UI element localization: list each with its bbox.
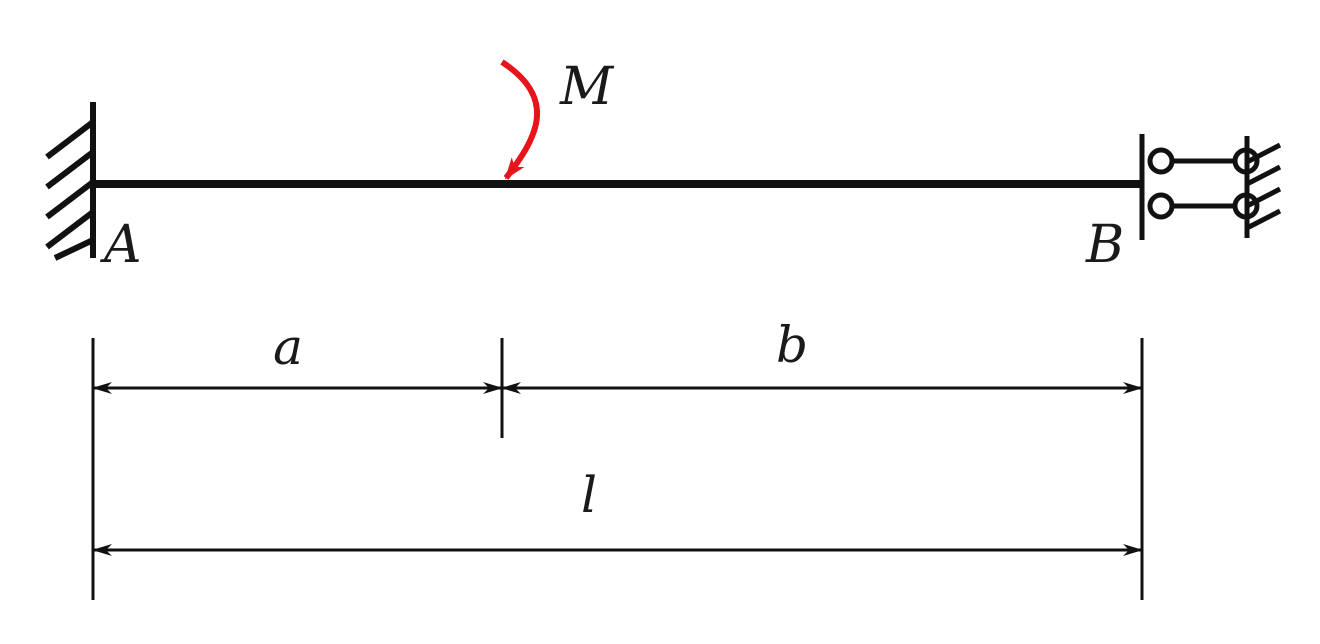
dimension-extension-lines <box>91 338 1144 600</box>
support-hatching <box>1245 142 1282 231</box>
roller-left-top <box>1147 147 1175 175</box>
roller-left-bottom <box>1147 192 1175 220</box>
point-b-label: B <box>1085 215 1124 275</box>
moment-label: M <box>559 57 615 117</box>
fixed-support-a <box>45 102 96 261</box>
moment-arrow <box>500 59 541 180</box>
point-a-label: A <box>100 215 142 275</box>
sliding-support-b <box>1139 134 1282 240</box>
dimension-a-label: a <box>273 318 303 376</box>
dimension-b-label: b <box>776 316 808 374</box>
wall-hatching <box>45 119 95 261</box>
dimension-l-label: l <box>581 466 597 524</box>
